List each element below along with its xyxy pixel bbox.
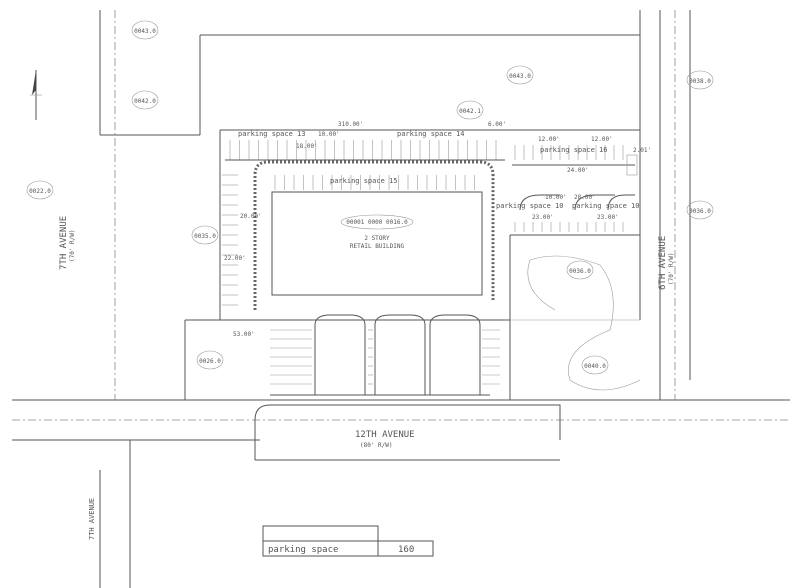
parking-stalls-east [512,145,635,232]
right-of-way-lines [12,10,790,588]
parking-label-13: parking space 13 [238,130,305,138]
street-label-south: 12TH AVENUE [355,430,415,440]
dim-label: 20.00' [240,213,262,220]
street-label-west: 7TH AVENUE [59,216,69,270]
parking-label-16: parking space 16 [540,146,607,154]
parcel-bubble [686,70,714,90]
dimension-labels: 10.00' 18.00' 12.00' 12.00' 24.00' 23.00… [224,121,651,338]
dim-label: 6.00' [488,121,506,128]
parcel-number: 0040.0 [584,363,606,370]
street-sub-east: (70' R/W) [668,252,675,285]
parcel-number: 0035.0 [194,233,216,240]
parcel-bubble [131,20,159,40]
property-boundary [184,129,641,400]
parking-label-10b: parking space 10 [572,202,639,210]
dim-label: 12.00' [538,136,560,143]
parcel-number: 0043.0 [509,73,531,80]
parking-stalls-top [225,140,505,161]
parcel-bubbles: 0043.0 0042.0 0022.0 0035.0 0042.1 0043.0 0036… [26,20,714,375]
landscape-outline [527,255,641,391]
parcel-bubble [581,355,609,375]
north-arrow-icon [30,70,42,120]
parcel-bubble [686,200,714,220]
building-parcel-bubble [340,214,414,230]
parcel-bubble [191,225,219,245]
dim-label: 23.00' [597,214,619,221]
parcel-number: 0026.0 [199,358,221,365]
landscape-buffer [253,160,495,310]
dim-label: 12.00' [591,136,613,143]
dim-label: 23.00' [532,214,554,221]
dim-label: 53.00' [233,331,255,338]
dim-label: 22.00' [224,255,246,262]
parcel-number: 0038.0 [689,78,711,85]
parcel-number: 0042.0 [134,98,156,105]
summary-label: parking space [268,545,338,555]
parcel-number: 0042.1 [459,108,481,115]
parking-stalls-building [222,174,475,306]
street-label-southwest: 7TH AVENUE [88,498,96,540]
parcel-bubble [26,180,54,200]
parcel-number: 0036.0 [569,268,591,275]
parking-label-15: parking space 15 [330,177,397,185]
dim-label: 10.00' [318,131,340,138]
building-parcel-number: 00001 0000 0016.0 [346,219,408,226]
parking-label-10a: parking space 10 [496,202,563,210]
parcel-bubble [566,260,594,280]
dim-label: 28.00' [574,194,596,201]
dim-label: 18.00' [296,143,318,150]
parcel-bubble [506,65,534,85]
east-islands [519,154,638,211]
parcel-bubble [456,100,484,120]
parcel-number: 0036.0 [689,208,711,215]
building-label-1: 2 STORY [364,235,390,242]
dim-label: 310.00' [338,121,363,128]
parking-islands [270,314,490,396]
parking-summary-table: parking space 160 [262,525,434,557]
building-label-2: RETAIL BUILDING [350,243,405,250]
street-sub-west: (70' R/W) [69,229,76,262]
street-sub-south: (80' R/W) [360,442,393,449]
summary-value: 160 [398,545,414,555]
retail-building [271,191,483,296]
parcel-number: 0022.0 [29,188,51,195]
dim-label: 24.00' [567,167,589,174]
parcel-bubble [196,350,224,370]
parking-stalls-south [270,329,500,385]
parking-label-14: parking space 14 [397,130,464,138]
parcel-number: 0043.0 [134,28,156,35]
street-label-east: 6TH AVENUE [658,236,668,290]
dim-label: 2.01' [633,147,651,154]
parcel-bubble [131,90,159,110]
dim-label: 10.00' [545,194,567,201]
